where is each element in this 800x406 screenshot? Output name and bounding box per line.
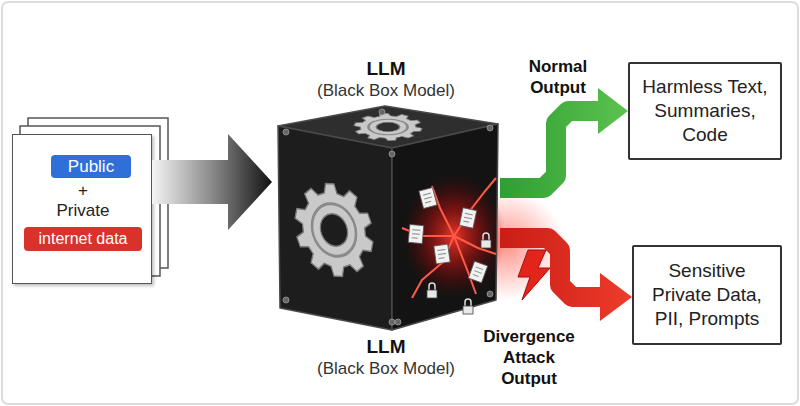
gear-icon bbox=[354, 113, 422, 140]
node-text: Public bbox=[68, 157, 114, 177]
public-pill: Public bbox=[51, 155, 131, 178]
connector-line bbox=[500, 111, 599, 188]
gear-icon bbox=[295, 176, 373, 283]
document-icon bbox=[459, 208, 476, 229]
output-box: Harmless Text, Summaries, Code bbox=[628, 62, 782, 160]
connector-line bbox=[152, 160, 229, 204]
crack-glow bbox=[402, 174, 506, 298]
document-sheet bbox=[408, 224, 424, 243]
arrow-head bbox=[598, 88, 628, 134]
node-text: LLM bbox=[272, 336, 500, 358]
padlock-shackle bbox=[465, 299, 471, 306]
node-text: Harmless Text, Summaries, Code bbox=[636, 75, 774, 147]
output-box: Sensitive Private Data, PII, Prompts bbox=[632, 245, 782, 345]
document-sheet bbox=[419, 187, 437, 208]
node-text: internet data bbox=[39, 229, 128, 249]
padlock-shackle bbox=[483, 233, 489, 240]
padlock-icon bbox=[427, 283, 437, 298]
node-text: + Private bbox=[53, 181, 113, 221]
crack-line bbox=[454, 178, 496, 236]
padlock-shackle bbox=[429, 283, 435, 290]
connector-arrow bbox=[500, 88, 628, 188]
connector-arrow bbox=[152, 134, 272, 230]
padlock-body bbox=[427, 290, 437, 298]
node-text: (Black Box Model) bbox=[272, 358, 500, 379]
bolt bbox=[487, 125, 493, 131]
arrow-head bbox=[600, 273, 632, 321]
node-text: LLM bbox=[272, 58, 500, 80]
node-text: Sensitive Private Data, PII, Prompts bbox=[640, 259, 774, 331]
cube-left-face bbox=[278, 126, 392, 330]
document-sheet bbox=[434, 244, 450, 264]
document-lines bbox=[437, 249, 446, 258]
node-text: (Black Box Model) bbox=[272, 80, 500, 101]
crack-line bbox=[412, 236, 454, 298]
lightning-bolt bbox=[518, 250, 550, 300]
document-lines bbox=[473, 267, 483, 277]
padlock-body bbox=[463, 306, 473, 314]
bolt bbox=[379, 109, 385, 115]
document-lines bbox=[463, 213, 472, 222]
cube-outline bbox=[272, 58, 500, 378]
document-sheet bbox=[459, 208, 476, 229]
edge-label: Divergence Attack Output bbox=[476, 326, 582, 389]
document-icon bbox=[408, 224, 424, 243]
document-icon bbox=[434, 244, 450, 264]
gear-ring bbox=[368, 119, 407, 135]
gear-body bbox=[354, 113, 422, 140]
connector-line bbox=[500, 238, 601, 297]
connector-arrow bbox=[500, 238, 632, 321]
gear-body bbox=[295, 176, 373, 283]
padlock-icon bbox=[481, 233, 491, 248]
arrow-head bbox=[228, 134, 272, 230]
padlock-body bbox=[481, 240, 491, 248]
bolt bbox=[389, 151, 395, 157]
bolt bbox=[487, 291, 493, 297]
document-icon bbox=[419, 187, 437, 208]
bolt bbox=[283, 129, 289, 135]
document-sheet bbox=[468, 261, 487, 283]
document-lines bbox=[412, 230, 421, 239]
padlock-icon bbox=[463, 299, 473, 314]
document-icon bbox=[468, 261, 487, 283]
gear-ring bbox=[312, 200, 356, 260]
document-page: + Private Public internet data bbox=[12, 134, 152, 284]
private-pill: internet data bbox=[24, 227, 142, 251]
document-lines bbox=[423, 193, 433, 203]
bolt bbox=[389, 319, 395, 325]
bolt bbox=[395, 319, 401, 325]
bolt bbox=[283, 297, 289, 303]
crack-line bbox=[432, 186, 454, 236]
edge-label: Normal Output bbox=[514, 56, 602, 98]
llm-cube: LLM(Black Box Model)LLM(Black Box Model) bbox=[272, 58, 500, 378]
